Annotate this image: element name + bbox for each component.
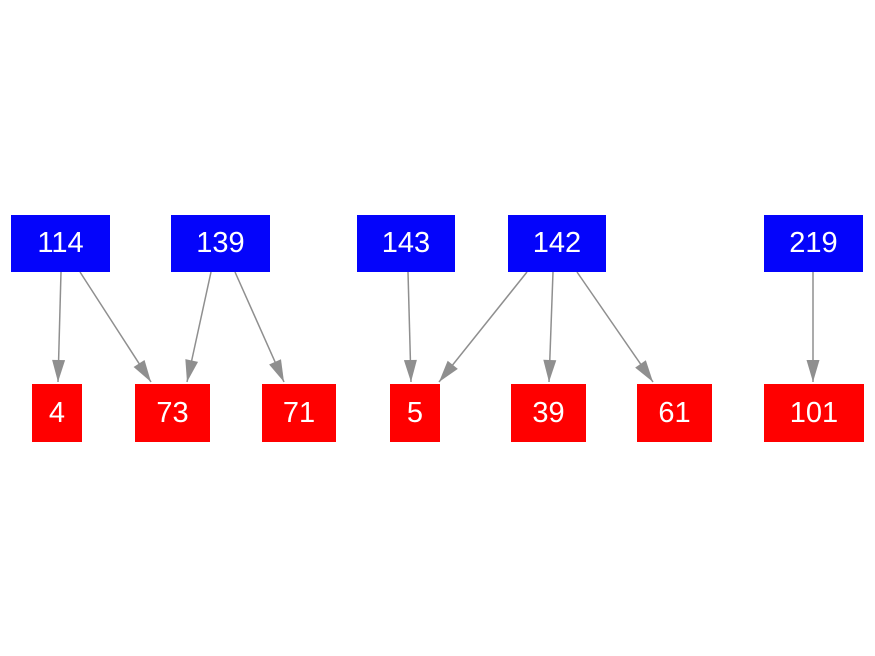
node-label: 101	[789, 396, 839, 429]
node-label: 5	[406, 396, 424, 429]
node-label: 39	[532, 396, 565, 429]
node-label: 219	[789, 227, 838, 259]
node-label: 71	[282, 396, 316, 429]
graph-node-71: 71	[262, 384, 336, 442]
node-label: 61	[658, 396, 691, 429]
graph-node-114: 114	[11, 215, 110, 272]
graph-node-143: 143	[357, 215, 455, 272]
node-label: 143	[381, 227, 431, 259]
graph-node-4: 4	[32, 384, 82, 442]
graph-node-219: 219	[764, 215, 863, 272]
graph-node-101: 101	[764, 384, 864, 442]
graph-node-61: 61	[637, 384, 712, 442]
node-label: 73	[156, 396, 189, 429]
graph-node-73: 73	[135, 384, 210, 442]
graph-node-39: 39	[511, 384, 586, 442]
graph-node-142: 142	[508, 215, 606, 272]
node-label: 114	[37, 227, 84, 259]
node-label: 139	[196, 227, 245, 259]
node-label: 4	[48, 396, 66, 429]
node-label: 142	[532, 227, 582, 259]
graph-node-139: 139	[171, 215, 270, 272]
graph-node-5: 5	[390, 384, 440, 442]
